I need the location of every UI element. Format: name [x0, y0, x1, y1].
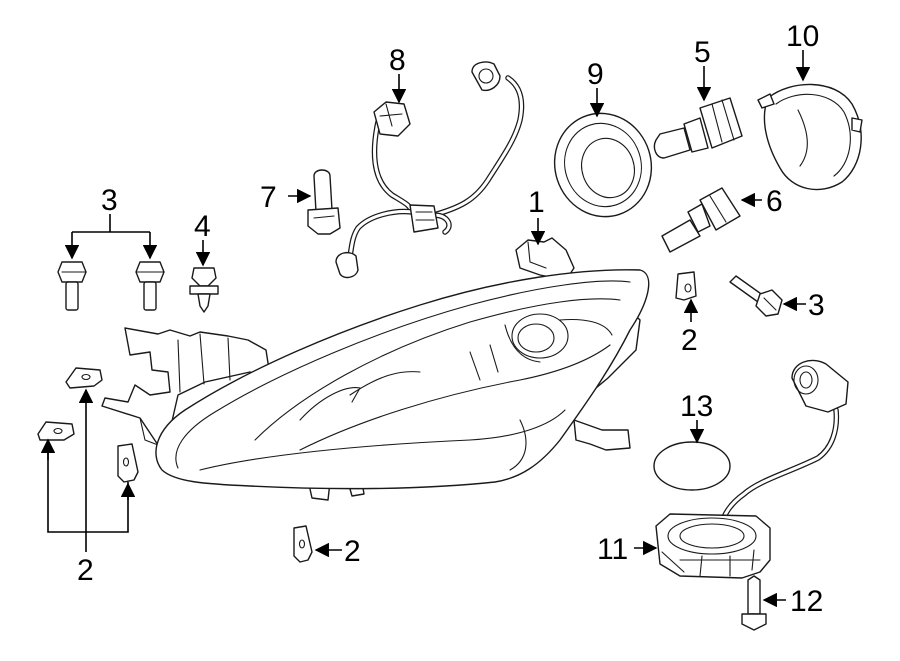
- callout-6: 6: [766, 185, 783, 218]
- clips: [37, 271, 697, 563]
- callout-2-right: 2: [681, 324, 698, 357]
- callout-11: 11: [597, 533, 628, 566]
- callout-2-left: 2: [77, 554, 94, 587]
- push-pin: [189, 267, 219, 313]
- callout-4: 4: [194, 210, 211, 243]
- callout-1: 1: [528, 186, 545, 219]
- callout-8: 8: [389, 44, 406, 77]
- wiring-harness: [335, 61, 525, 279]
- callout-2-bottom: 2: [344, 535, 361, 568]
- small-bulb: [307, 169, 341, 235]
- callout-5: 5: [694, 36, 711, 69]
- callout-10: 10: [786, 20, 819, 53]
- bolt-right: [729, 275, 783, 317]
- callout-13: 13: [680, 390, 713, 423]
- callout-labels: 1 2 2 2 3 3 4 5 6 7 8 9 10 11 12 13: [77, 20, 825, 618]
- bolt-left-pair: [57, 261, 165, 311]
- ballast: [655, 359, 849, 579]
- callout-7: 7: [260, 181, 277, 214]
- headlamp-assembly: [101, 237, 650, 501]
- seal-ring: [553, 112, 653, 218]
- callout-3-right: 3: [808, 289, 825, 322]
- dust-cap: [757, 83, 863, 191]
- screw: [741, 575, 767, 631]
- gasket: [653, 441, 731, 491]
- leader-lines: [40, 50, 811, 608]
- callout-12: 12: [790, 585, 823, 618]
- low-beam-bulb: [661, 187, 741, 253]
- high-beam-bulb: [653, 97, 743, 159]
- callout-9: 9: [587, 58, 604, 91]
- callout-3-left: 3: [101, 184, 118, 217]
